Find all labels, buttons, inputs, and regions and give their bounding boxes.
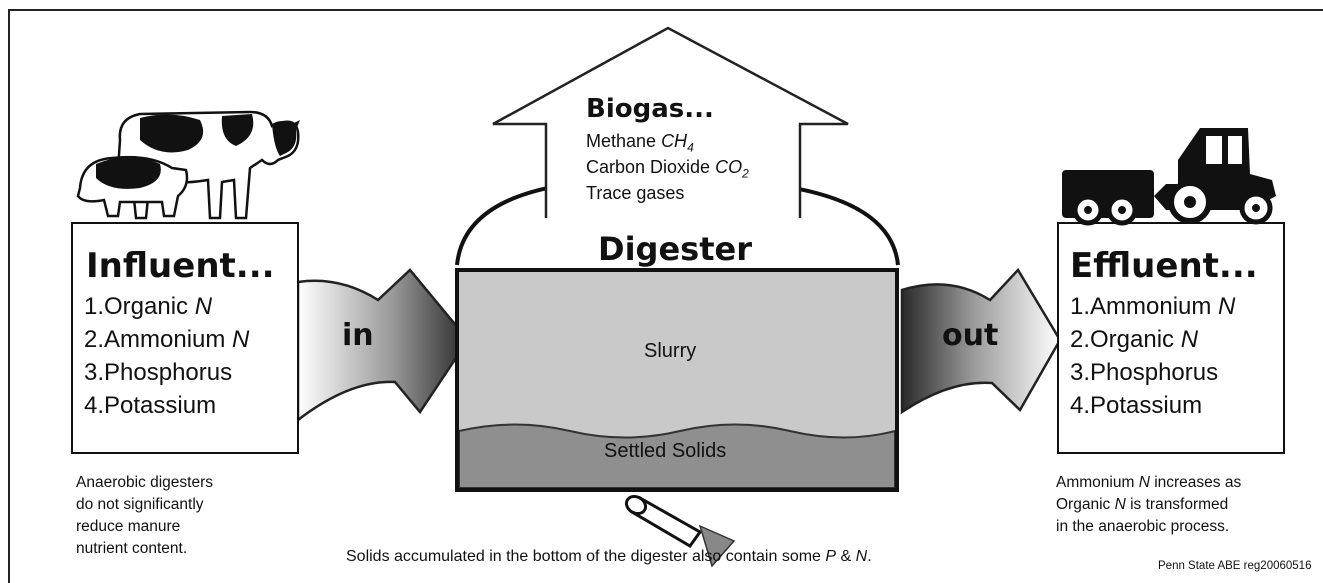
biogas-up-arrow-icon [492, 26, 849, 218]
effluent-item: 2.Organic N [1070, 326, 1199, 353]
in-arrow-icon [296, 268, 470, 423]
biogas-title: Biogas... [586, 94, 714, 124]
effluent-box [1057, 222, 1285, 454]
biogas-methane: Methane CH4 [586, 131, 694, 155]
effluent-item: 1.Ammonium N [1070, 293, 1236, 320]
influent-note: Anaerobic digesters do not significantly… [76, 474, 213, 557]
influent-item: 2.Ammonium N [84, 326, 250, 353]
settled-solids-layer [458, 423, 896, 489]
out-arrow-icon [900, 267, 1062, 415]
effluent-list: 1.Ammonium N 2.Organic N 3.Phosphorus 4.… [1070, 290, 1235, 422]
digester-title: Digester [598, 230, 752, 268]
tractor-icon [1062, 128, 1276, 226]
footer-caption: Solids accumulated in the bottom of the … [346, 548, 872, 565]
influent-list: 1.Organic N 2.Ammonium N 3.Phosphorus 4.… [84, 290, 249, 422]
effluent-title: Effluent... [1070, 246, 1258, 286]
cow-icon [114, 110, 300, 220]
credit-text: Penn State ABE reg20060516 [1158, 560, 1312, 572]
slurry-label: Slurry [644, 340, 697, 362]
influent-item: 4.Potassium [84, 392, 217, 419]
settled-solids-label: Settled Solids [604, 440, 727, 462]
biogas-trace: Trace gases [586, 183, 685, 203]
effluent-item: 4.Potassium [1070, 392, 1203, 419]
in-arrow-label: in [342, 318, 374, 353]
biogas-co2: Carbon Dioxide CO2 [586, 157, 749, 181]
drain-pipe-icon [624, 494, 736, 568]
outer-frame [8, 9, 1323, 583]
influent-title: Influent... [86, 246, 275, 286]
effluent-note: Ammonium N increases as Organic N is tra… [1056, 474, 1242, 535]
influent-box [71, 222, 299, 454]
out-arrow-label: out [942, 318, 999, 353]
influent-item: 1.Organic N [84, 293, 213, 320]
pig-icon [76, 155, 189, 218]
influent-item: 3.Phosphorus [84, 359, 233, 386]
effluent-item: 3.Phosphorus [1070, 359, 1219, 386]
